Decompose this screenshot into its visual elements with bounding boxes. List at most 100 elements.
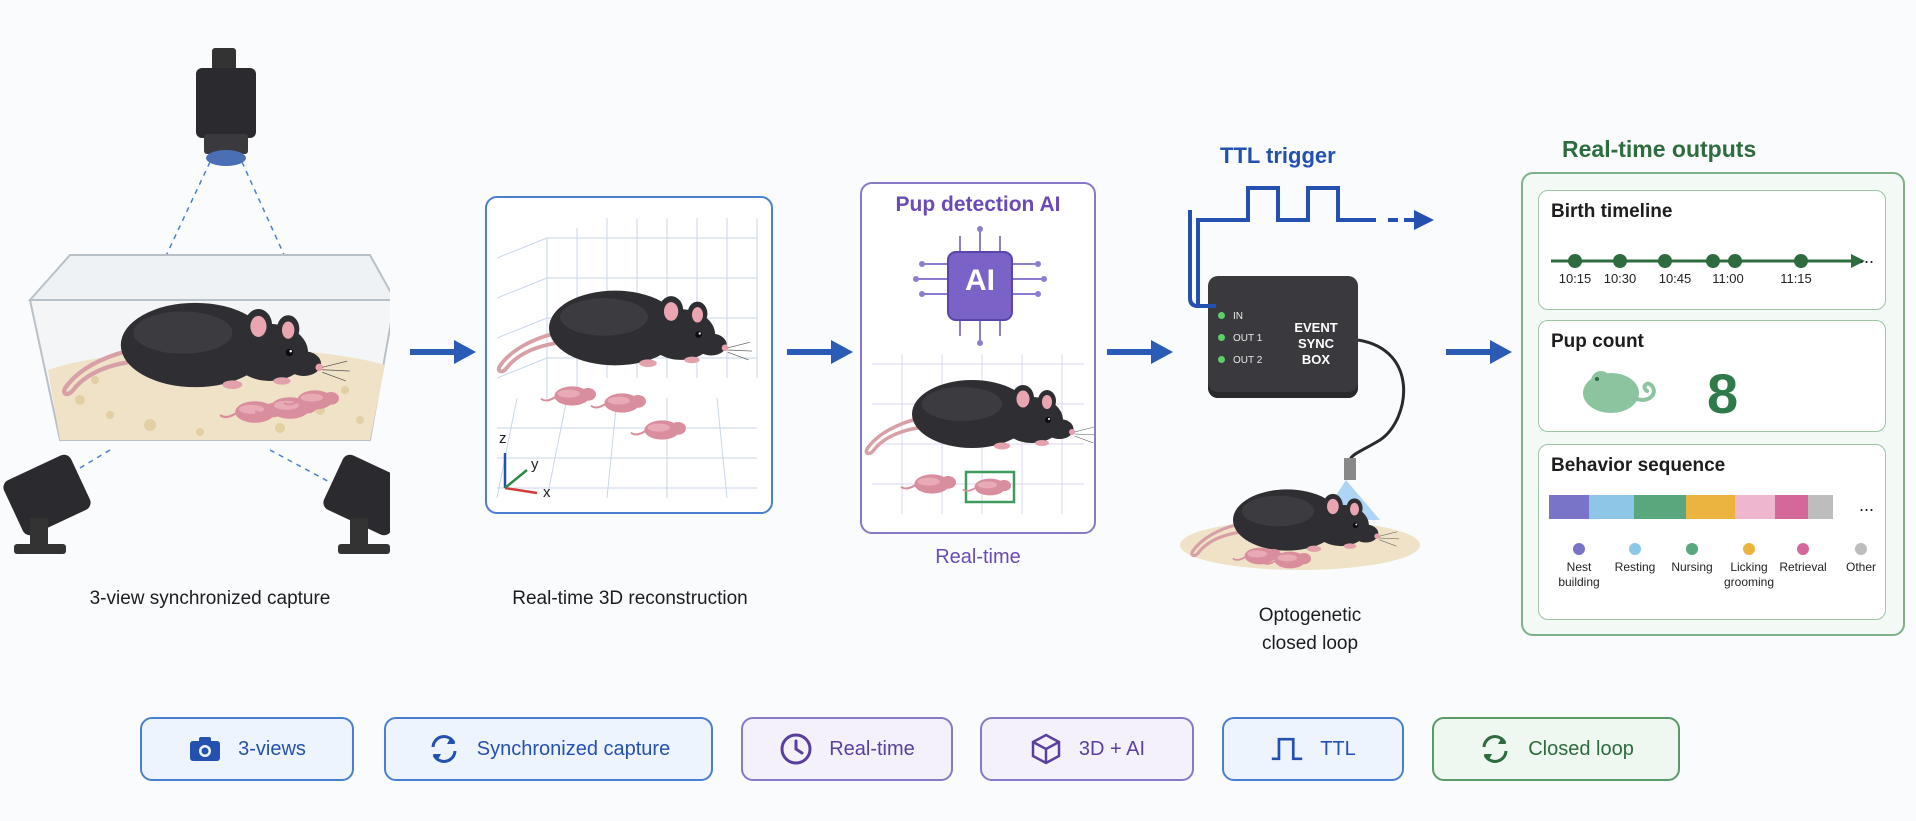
timeline-point xyxy=(1706,254,1720,268)
pulse-icon xyxy=(1270,732,1304,766)
left-camera-icon xyxy=(3,454,91,554)
reconstructed-mouse xyxy=(496,288,754,374)
behavior-segment xyxy=(1588,495,1635,519)
behavior-segment xyxy=(1634,495,1687,519)
axis-z-label: z xyxy=(499,430,507,447)
detected-pup xyxy=(962,477,1012,497)
outputs-panel: Birth timeline ... 10:15 10:30 10:45 11:… xyxy=(1521,172,1905,636)
ai-chip-icon xyxy=(913,226,1047,346)
legend-item: Licking grooming xyxy=(1717,543,1781,590)
axes-icon xyxy=(503,453,538,495)
birth-timeline-title: Birth timeline xyxy=(1551,201,1673,222)
ttl-input-line xyxy=(1188,210,1216,308)
pill-label: TTL xyxy=(1320,737,1356,760)
pup-count-value: 8 xyxy=(1707,362,1739,425)
detection-box xyxy=(964,470,1016,504)
timeline-point xyxy=(1568,254,1582,268)
timeline-time: 11:00 xyxy=(1712,271,1744,286)
ttl-signal xyxy=(1196,186,1434,308)
top-camera-icon xyxy=(196,48,256,166)
pill-label: 3-views xyxy=(238,737,306,760)
pill-synchronized-capture: Synchronized capture xyxy=(384,717,713,781)
reconstruction-caption: Real-time 3D reconstruction xyxy=(512,588,748,609)
pill-real-time: Real-time xyxy=(741,717,953,781)
flow-arrow xyxy=(410,340,476,364)
pup xyxy=(590,392,648,414)
legend-item: Nest building xyxy=(1547,543,1611,590)
legend-label: Nursing xyxy=(1671,560,1713,574)
timeline-point xyxy=(1794,254,1808,268)
ai-subtitle: Real-time xyxy=(935,546,1021,568)
pup xyxy=(630,419,688,441)
reconstruction-panel: z y x xyxy=(485,196,773,514)
loop-icon xyxy=(1478,732,1512,766)
opto-illustration xyxy=(1180,338,1420,570)
port-out-1: OUT 1 xyxy=(1218,328,1262,350)
pup-count-title: Pup count xyxy=(1551,331,1644,352)
legend-dot xyxy=(1855,543,1867,555)
timeline-point xyxy=(1613,254,1627,268)
pup-count-card: Pup count 8 xyxy=(1538,320,1886,432)
ai-illustration xyxy=(864,226,1094,514)
pill-label: Real-time xyxy=(829,737,915,760)
axis-x-label: x xyxy=(543,484,551,501)
ai-panel: Pup detection AI AI Real-time xyxy=(860,182,1096,568)
legend-label: Retrieval xyxy=(1779,560,1827,574)
view-line xyxy=(269,449,336,486)
behavior-title: Behavior sequence xyxy=(1551,455,1726,476)
capture-illustration xyxy=(3,48,390,554)
legend-dot xyxy=(1797,543,1809,555)
legend-dot xyxy=(1686,543,1698,555)
flow-arrow xyxy=(1107,340,1173,364)
pill-label: 3D + AI xyxy=(1078,737,1146,760)
pill-3-views: 3-views xyxy=(140,717,354,781)
fiber-cable xyxy=(1348,338,1405,461)
legend-dot xyxy=(1743,543,1755,555)
ttl-arrowhead xyxy=(1414,210,1434,230)
view-line xyxy=(149,161,211,291)
behavior-segment xyxy=(1735,495,1775,519)
pill-closed-loop: Closed loop xyxy=(1432,717,1680,781)
ttl-title: TTL trigger xyxy=(1220,143,1336,168)
sync-icon xyxy=(427,732,461,766)
right-camera-icon xyxy=(323,454,390,554)
legend-item: Other xyxy=(1829,543,1893,575)
pup-icon xyxy=(1583,371,1656,413)
outputs-title: Real-time outputs xyxy=(1562,136,1757,162)
pup xyxy=(540,385,598,407)
cube-icon xyxy=(1029,732,1063,766)
flow-arrow xyxy=(787,340,853,364)
timeline-time: 10:15 xyxy=(1558,271,1592,286)
camera-icon xyxy=(188,732,222,766)
flow-arrow xyxy=(1446,340,1512,364)
legend-dot xyxy=(1573,543,1585,555)
timeline-time: 10:45 xyxy=(1658,271,1692,286)
behavior-bar xyxy=(1549,495,1854,519)
pill-label: Synchronized capture xyxy=(476,737,671,760)
pill-ttl: TTL xyxy=(1222,717,1404,781)
birth-timeline-card: Birth timeline ... 10:15 10:30 10:45 11:… xyxy=(1538,190,1886,310)
pill-3d-ai: 3D + AI xyxy=(980,717,1194,781)
port-out-2: OUT 2 xyxy=(1218,350,1262,372)
legend-label: Nest building xyxy=(1558,560,1600,589)
behavior-segment xyxy=(1686,495,1736,519)
ai-title: Pup detection AI xyxy=(895,193,1061,216)
behavior-segment xyxy=(1774,495,1809,519)
timeline-point xyxy=(1728,254,1742,268)
behavior-segment xyxy=(1549,495,1589,519)
legend-label: Licking grooming xyxy=(1723,560,1775,589)
axis-y-label: y xyxy=(531,456,539,473)
legend-item: Resting xyxy=(1603,543,1667,575)
timeline-point xyxy=(1658,254,1672,268)
capture-caption: 3-view synchronized capture xyxy=(89,588,331,609)
fiber-tip-icon xyxy=(1344,458,1356,480)
legend-label: Other xyxy=(1845,560,1876,574)
pill-label: Closed loop xyxy=(1528,737,1634,760)
reconstruction-grid xyxy=(496,218,758,499)
timeline-ellipsis: ... xyxy=(1859,247,1875,267)
view-line xyxy=(241,161,301,291)
